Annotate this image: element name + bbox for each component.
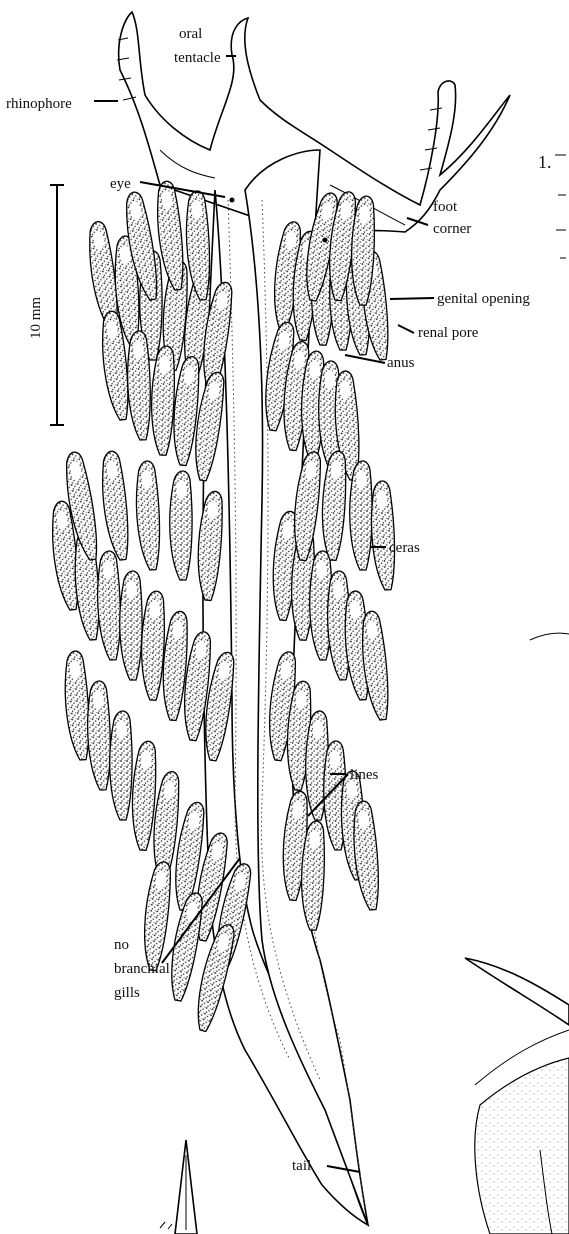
label-genital-opening: genital opening [437,291,530,307]
label-gills: gills [114,985,140,1001]
label-foot: foot [433,199,458,215]
label-rhinophore: rhinophore [6,96,72,112]
label-eye: eye [110,176,131,192]
label-tail: tail [292,1158,311,1174]
scale-bar-label: 10 mm [28,297,44,339]
scale-bar [50,185,64,425]
label-ceras: ceras [389,540,420,556]
side-figure-number: 1. [538,152,552,172]
eye-dot-left [230,198,235,203]
label-lines: lines [350,767,378,783]
label-anus: anus [387,355,415,371]
label-renal-pore: renal pore [418,325,479,341]
cerata-lower-right [265,451,397,931]
label-branchial: branchial [114,961,170,977]
label-tentacle: tentacle [174,50,221,66]
eye-dot-right [323,238,328,243]
label-corner: corner [433,221,471,237]
label-no: no [114,937,129,953]
label-oral: oral [179,26,202,42]
